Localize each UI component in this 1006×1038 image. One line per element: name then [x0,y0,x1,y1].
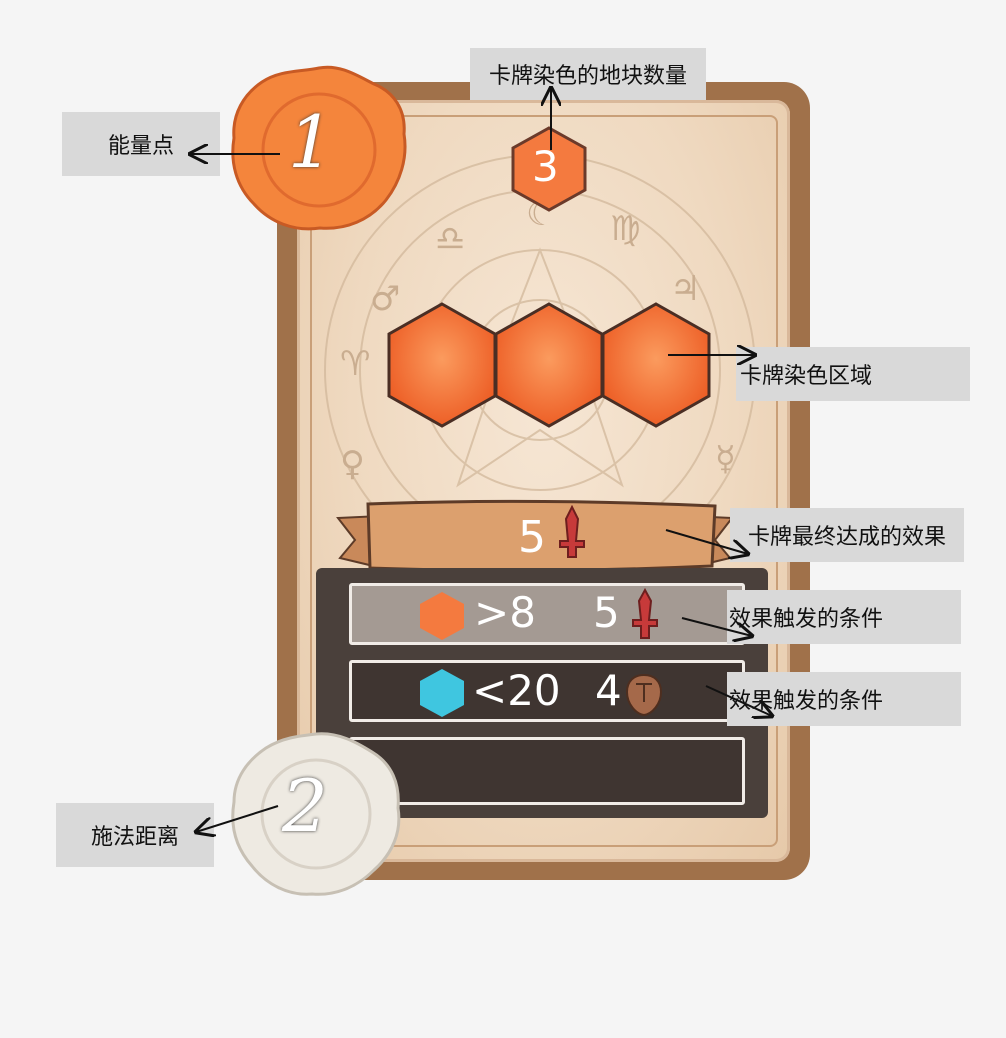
condition-1-value: 5 [593,588,620,637]
final-effect-value: 5 [518,512,546,563]
arrow-final-effect [665,529,748,554]
sword-icon [632,588,658,639]
zodiac-libra-icon: ♎ [435,219,465,259]
label-tile-count: 卡牌染色的地块数量 [470,48,706,100]
distance-seal [231,732,401,896]
dye-hexagon [601,302,711,428]
energy-seal [231,65,407,231]
final-effect-banner [336,499,734,573]
label-dye-area: 卡牌染色区域 [736,347,970,401]
tile-count-value: 3 [532,142,559,191]
label-final-effect: 卡牌最终达成的效果 [730,508,964,562]
label-cast-distance: 施法距离 [56,803,214,867]
venus-symbol-icon: ♀ [340,444,365,484]
sword-icon [559,505,585,558]
zodiac-virgo-icon: ♍ [610,209,640,249]
shield-icon [625,673,663,717]
blue-hex-icon [420,669,464,717]
condition-2-value: 4 [595,666,622,715]
mars-symbol-icon: ♂ [370,279,400,319]
arrow-condition-2 [705,685,772,716]
condition-1-comparison: >8 [474,588,536,637]
arrow-cast-distance [196,805,279,832]
zodiac-aries-icon: ♈ [340,344,370,384]
jupiter-symbol-icon: ♃ [670,269,700,309]
orange-hex-icon [420,592,464,640]
energy-cost-value: 1 [288,100,334,184]
condition-row [349,660,745,722]
condition-2-comparison: <20 [472,666,561,715]
condition-row-empty [349,737,745,805]
tile-count-hexagon [511,126,587,212]
cast-distance-value: 2 [282,764,328,848]
condition-row [349,583,745,645]
arrow-condition-1 [681,617,752,636]
card-inner-frame [310,115,778,847]
dye-area-hexagons [387,302,711,428]
mercury-symbol-icon: ☿ [715,439,736,479]
